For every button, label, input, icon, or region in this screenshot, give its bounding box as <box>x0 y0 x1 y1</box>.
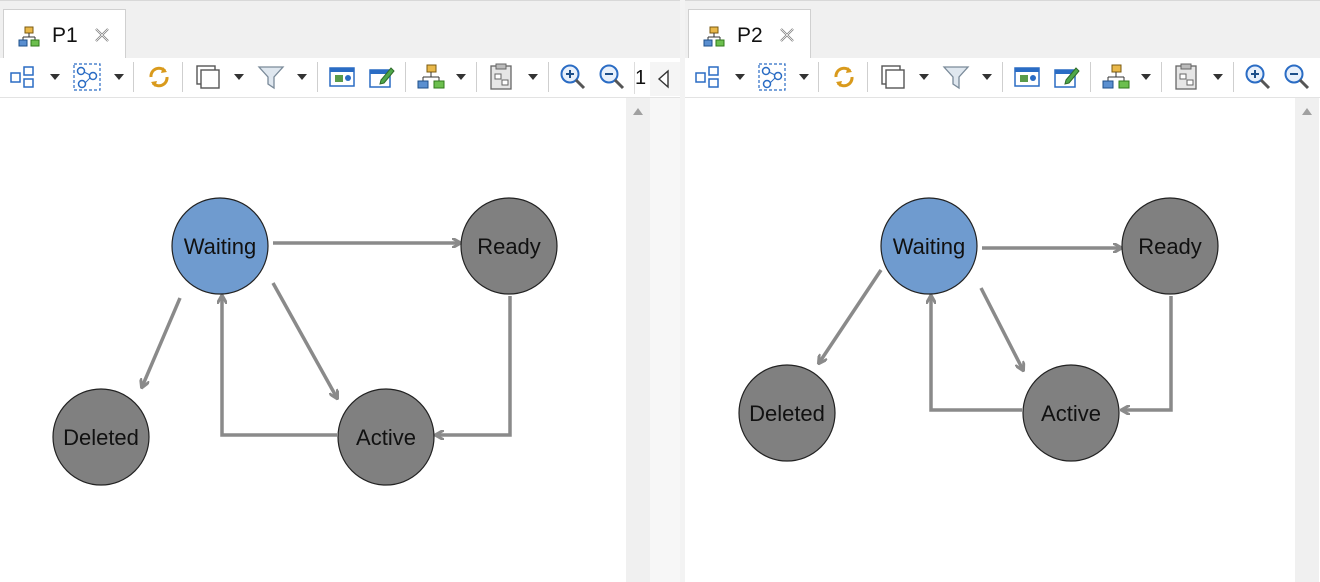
edge-waiting-to-deleted[interactable] <box>819 269 883 363</box>
toolbar-separator <box>405 62 406 92</box>
toolbar-separator <box>1161 62 1162 92</box>
graph-view-p1: P1 <box>0 0 680 582</box>
toolbar-separator <box>182 62 183 92</box>
close-icon[interactable] <box>777 25 797 45</box>
edit-icon[interactable] <box>1052 62 1082 92</box>
refresh-icon[interactable] <box>144 62 174 92</box>
node-layout-icon[interactable] <box>8 62 38 92</box>
node-layout-dropdown[interactable] <box>735 74 745 80</box>
zoom-in-icon[interactable] <box>1243 62 1273 92</box>
tree-layout-icon[interactable] <box>416 62 446 92</box>
toolbar-separator <box>548 62 549 92</box>
clipboard-icon[interactable] <box>486 62 516 92</box>
node-ready[interactable]: Ready <box>1121 197 1219 295</box>
vertical-scrollbar[interactable] <box>1295 98 1319 582</box>
refresh-icon[interactable] <box>829 62 859 92</box>
clipboard-icon[interactable] <box>1171 62 1201 92</box>
toolbar-separator <box>818 62 819 92</box>
copy-view-dropdown[interactable] <box>234 74 244 80</box>
toolbar-separator <box>1090 62 1091 92</box>
filter-dropdown[interactable] <box>297 74 307 80</box>
node-ready[interactable]: Ready <box>460 197 558 295</box>
export-image-icon[interactable] <box>327 62 357 92</box>
node-active[interactable]: Active <box>1022 364 1120 462</box>
edge-waiting-to-active[interactable] <box>979 287 1023 370</box>
zoom-out-icon[interactable] <box>1282 62 1312 92</box>
node-label: Deleted <box>63 425 139 450</box>
graph-view-p2: P2 <box>685 0 1320 582</box>
node-label: Waiting <box>184 234 257 259</box>
edge-ready-to-active[interactable] <box>436 296 512 435</box>
toolbar-separator <box>1002 62 1003 92</box>
edge-ready-to-active[interactable] <box>1122 296 1173 410</box>
copy-view-dropdown[interactable] <box>919 74 929 80</box>
clipboard-dropdown[interactable] <box>528 74 538 80</box>
select-graph-dropdown[interactable] <box>114 74 124 80</box>
scroll-up-icon[interactable] <box>633 108 643 115</box>
zoom-out-icon[interactable] <box>597 62 627 92</box>
edge-waiting-to-deleted[interactable] <box>142 297 182 387</box>
toolbar-separator <box>476 62 477 92</box>
toolbar-separator <box>133 62 134 92</box>
select-graph-dropdown[interactable] <box>799 74 809 80</box>
filter-dropdown[interactable] <box>982 74 992 80</box>
node-label: Ready <box>477 234 541 259</box>
zoom-in-icon[interactable] <box>558 62 588 92</box>
collapse-view-icon[interactable] <box>650 62 680 96</box>
node-active[interactable]: Active <box>337 388 435 486</box>
tab-p2[interactable]: P2 <box>688 9 811 59</box>
filter-icon[interactable] <box>941 62 971 92</box>
export-image-icon[interactable] <box>1012 62 1042 92</box>
node-label: Active <box>1041 401 1101 426</box>
toolbar-separator <box>867 62 868 92</box>
edge-waiting-to-active[interactable] <box>271 282 337 398</box>
clipboard-dropdown[interactable] <box>1213 74 1223 80</box>
node-label: Waiting <box>893 234 966 259</box>
hierarchy-icon <box>703 26 725 48</box>
node-label: Deleted <box>749 401 825 426</box>
tab-bar: P1 <box>0 0 680 59</box>
close-icon[interactable] <box>92 25 112 45</box>
edge-active-to-waiting[interactable] <box>931 296 1022 412</box>
select-graph-icon[interactable] <box>757 62 787 92</box>
node-layout-dropdown[interactable] <box>50 74 60 80</box>
toolbar-overflow[interactable]: 1 <box>634 62 649 94</box>
node-waiting[interactable]: Waiting <box>171 197 269 295</box>
tab-title: P2 <box>737 24 763 47</box>
edge-active-to-waiting[interactable] <box>222 296 337 437</box>
toolbar-separator <box>1233 62 1234 92</box>
tree-layout-dropdown[interactable] <box>1141 74 1151 80</box>
tab-title: P1 <box>52 24 78 47</box>
graph-toolbar <box>685 58 1320 98</box>
tab-p1[interactable]: P1 <box>3 9 126 59</box>
side-strip <box>650 98 680 582</box>
node-deleted[interactable]: Deleted <box>738 364 836 462</box>
edit-icon[interactable] <box>367 62 397 92</box>
tree-layout-dropdown[interactable] <box>456 74 466 80</box>
tab-bar: P2 <box>685 0 1320 59</box>
vertical-scrollbar[interactable] <box>626 98 650 582</box>
select-graph-icon[interactable] <box>72 62 102 92</box>
copy-view-icon[interactable] <box>193 62 223 92</box>
scroll-up-icon[interactable] <box>1302 108 1312 115</box>
tree-layout-icon[interactable] <box>1101 62 1131 92</box>
node-label: Active <box>356 425 416 450</box>
node-waiting[interactable]: Waiting <box>880 197 978 295</box>
graph-toolbar: 1 <box>0 58 680 98</box>
toolbar-separator <box>317 62 318 92</box>
copy-view-icon[interactable] <box>878 62 908 92</box>
node-deleted[interactable]: Deleted <box>52 388 150 486</box>
pane-divider[interactable] <box>680 0 685 582</box>
hierarchy-icon <box>18 26 40 48</box>
filter-icon[interactable] <box>256 62 286 92</box>
node-layout-icon[interactable] <box>693 62 723 92</box>
node-label: Ready <box>1138 234 1202 259</box>
